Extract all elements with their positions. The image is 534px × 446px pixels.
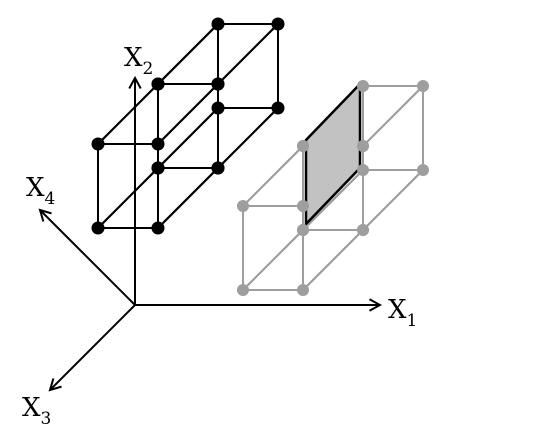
black-tesseract-edge <box>97 83 159 145</box>
axis-x4-line <box>39 209 136 306</box>
axis-x3-subscript: 3 <box>41 409 52 429</box>
black-tesseract-edge <box>157 83 219 145</box>
gray-node <box>417 164 429 176</box>
black-tesseract-edge <box>157 23 219 85</box>
black-node <box>211 17 225 31</box>
black-tesseract-edge <box>157 167 219 229</box>
gray-tesseract-edge <box>302 169 364 231</box>
gray-tesseract-edge <box>302 229 364 291</box>
black-tesseract-edge <box>157 107 219 169</box>
black-node <box>211 77 225 91</box>
axis-x1-arrowhead <box>368 298 383 312</box>
axis-label-x1: X1 <box>388 295 417 331</box>
black-node <box>151 221 165 235</box>
axis-x4-letter: X <box>26 173 45 203</box>
black-node <box>151 161 165 175</box>
axis-label-x2: X2 <box>124 43 153 79</box>
gray-node <box>237 200 249 212</box>
black-node <box>271 17 285 31</box>
gray-tesseract-edge <box>362 169 424 231</box>
axis-label-x3: X3 <box>22 393 51 429</box>
black-node <box>211 101 225 115</box>
gray-node <box>357 80 369 92</box>
black-tesseract-edge <box>217 107 279 169</box>
black-tesseract-edge <box>97 167 159 229</box>
black-tesseract <box>97 23 279 229</box>
gray-node <box>357 164 369 176</box>
axis-x2-subscript: 2 <box>143 59 154 79</box>
gray-node <box>357 224 369 236</box>
gray-node <box>417 80 429 92</box>
axis-x3-letter: X <box>22 393 41 423</box>
axis-x1-subscript: 1 <box>407 311 418 331</box>
black-node <box>271 101 285 115</box>
gray-node <box>357 140 369 152</box>
axis-x1-letter: X <box>388 295 407 325</box>
black-node <box>91 137 105 151</box>
black-node <box>91 221 105 235</box>
gray-tesseract-edge <box>242 145 304 207</box>
gray-node <box>297 224 309 236</box>
shaded-face <box>304 80 362 228</box>
axis-x3-line <box>49 304 136 391</box>
gray-node <box>297 140 309 152</box>
gray-node <box>297 284 309 296</box>
axis-x3-arrowhead <box>48 378 62 392</box>
axis-x2-letter: X <box>124 43 143 73</box>
lattice-nodes <box>91 17 429 296</box>
gray-tesseract-edge <box>242 229 304 291</box>
axis-x4-subscript: 4 <box>45 189 56 209</box>
black-node <box>151 137 165 151</box>
black-node <box>211 161 225 175</box>
axis-x2-arrowhead <box>128 75 142 90</box>
gray-tesseract-edge <box>362 85 424 147</box>
coordinate-axes <box>38 75 383 392</box>
axis-label-x4: X4 <box>26 173 55 209</box>
black-tesseract-edge <box>217 23 279 85</box>
shaded-face-layer <box>304 80 362 228</box>
black-node <box>151 77 165 91</box>
axis-x4-arrowhead <box>38 208 52 222</box>
gray-node <box>297 200 309 212</box>
gray-node <box>237 284 249 296</box>
